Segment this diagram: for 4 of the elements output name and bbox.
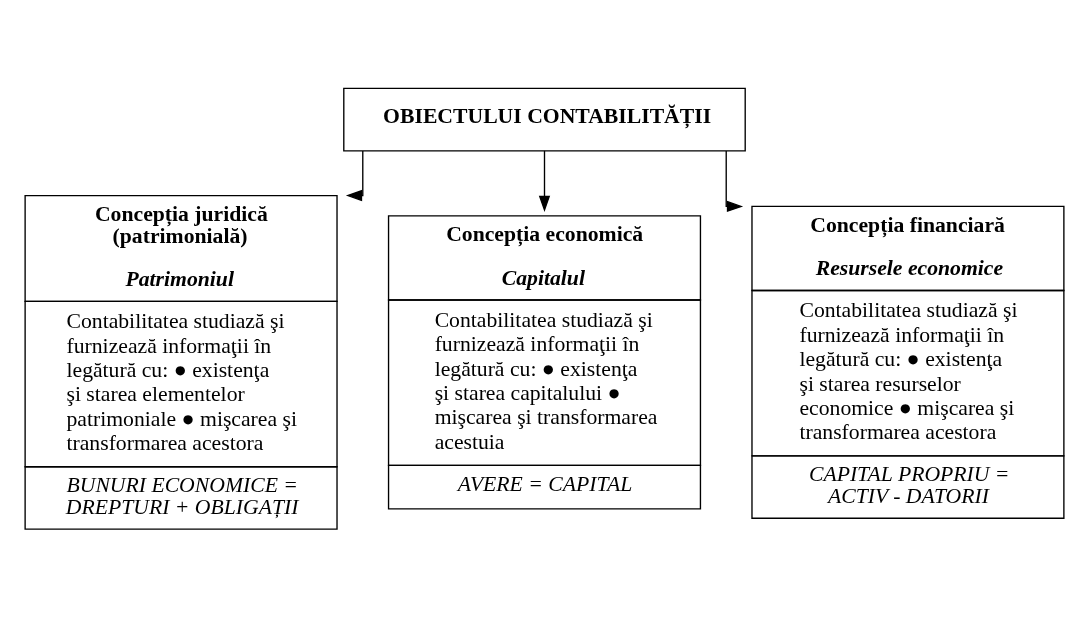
node-box: OBIECTULUI CONTABILITĂȚII (343, 87, 746, 151)
arrow (538, 149, 551, 212)
arrow (345, 149, 364, 201)
arrow (725, 149, 744, 212)
